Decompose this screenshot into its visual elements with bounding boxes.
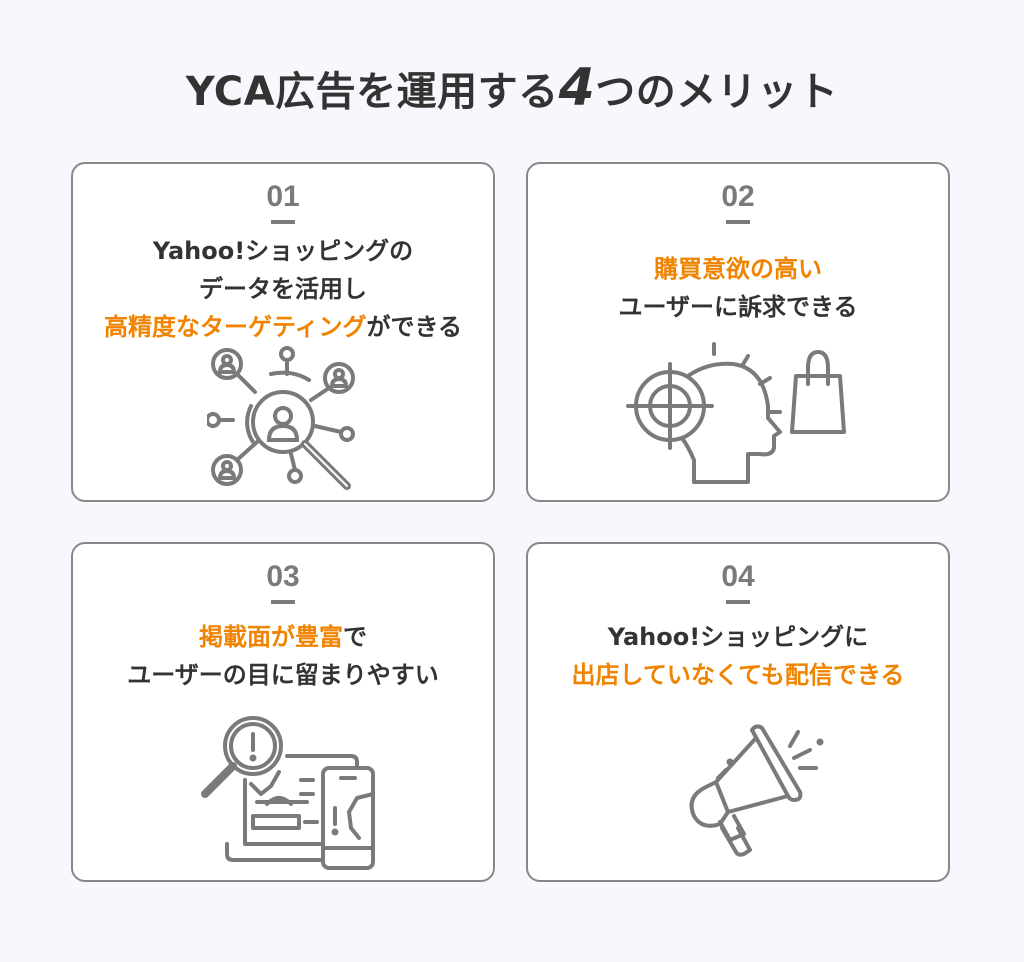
card-text: 購買意欲の高い ユーザーに訴求できる	[528, 250, 948, 326]
card-line: 高精度なターゲティングができる	[103, 313, 463, 341]
number-underline	[271, 220, 295, 224]
megaphone-icon	[664, 716, 824, 866]
merit-card-03: 03 掲載面が豊富で ユーザーの目に留まりやすい	[71, 542, 495, 882]
card-line: Yahoo!ショッピングの	[152, 237, 414, 265]
title-prefix: YCA広告を運用する	[185, 69, 559, 115]
card-text: 掲載面が豊富で ユーザーの目に留まりやすい	[73, 618, 493, 694]
card-line: Yahoo!ショッピングに	[607, 623, 869, 651]
number-underline	[271, 600, 295, 604]
user-network-search-icon	[207, 344, 367, 494]
number-underline	[726, 220, 750, 224]
card-line: ユーザーに訴求できる	[618, 293, 858, 321]
merit-card-01: 01 Yahoo!ショッピングの データを活用し 高精度なターゲティングができる	[71, 162, 495, 502]
card-line: 出店していなくても配信できる	[571, 661, 905, 689]
number-underline	[726, 600, 750, 604]
title-suffix: つのメリット	[595, 69, 839, 115]
target-head-shopping-bag-icon	[618, 336, 858, 496]
card-number: 03	[266, 560, 300, 593]
card-number: 02	[721, 180, 755, 213]
card-number: 01	[266, 180, 300, 213]
merit-card-02: 02 購買意欲の高い ユーザーに訴求できる	[526, 162, 950, 502]
card-number: 04	[721, 560, 755, 593]
title-number: 4	[558, 58, 596, 118]
search-devices-alert-icon	[191, 704, 391, 874]
merit-card-04: 04 Yahoo!ショッピングに 出店していなくても配信できる	[526, 542, 950, 882]
card-line: 掲載面が豊富で	[199, 623, 367, 651]
card-text: Yahoo!ショッピングの データを活用し 高精度なターゲティングができる	[73, 232, 493, 346]
card-line: ユーザーの目に留まりやすい	[127, 661, 439, 689]
card-line: データを活用し	[199, 275, 367, 303]
card-line: 購買意欲の高い	[654, 255, 822, 283]
card-text: Yahoo!ショッピングに 出店していなくても配信できる	[528, 618, 948, 694]
page-title: YCA広告を運用する4つのメリット	[0, 58, 1024, 118]
